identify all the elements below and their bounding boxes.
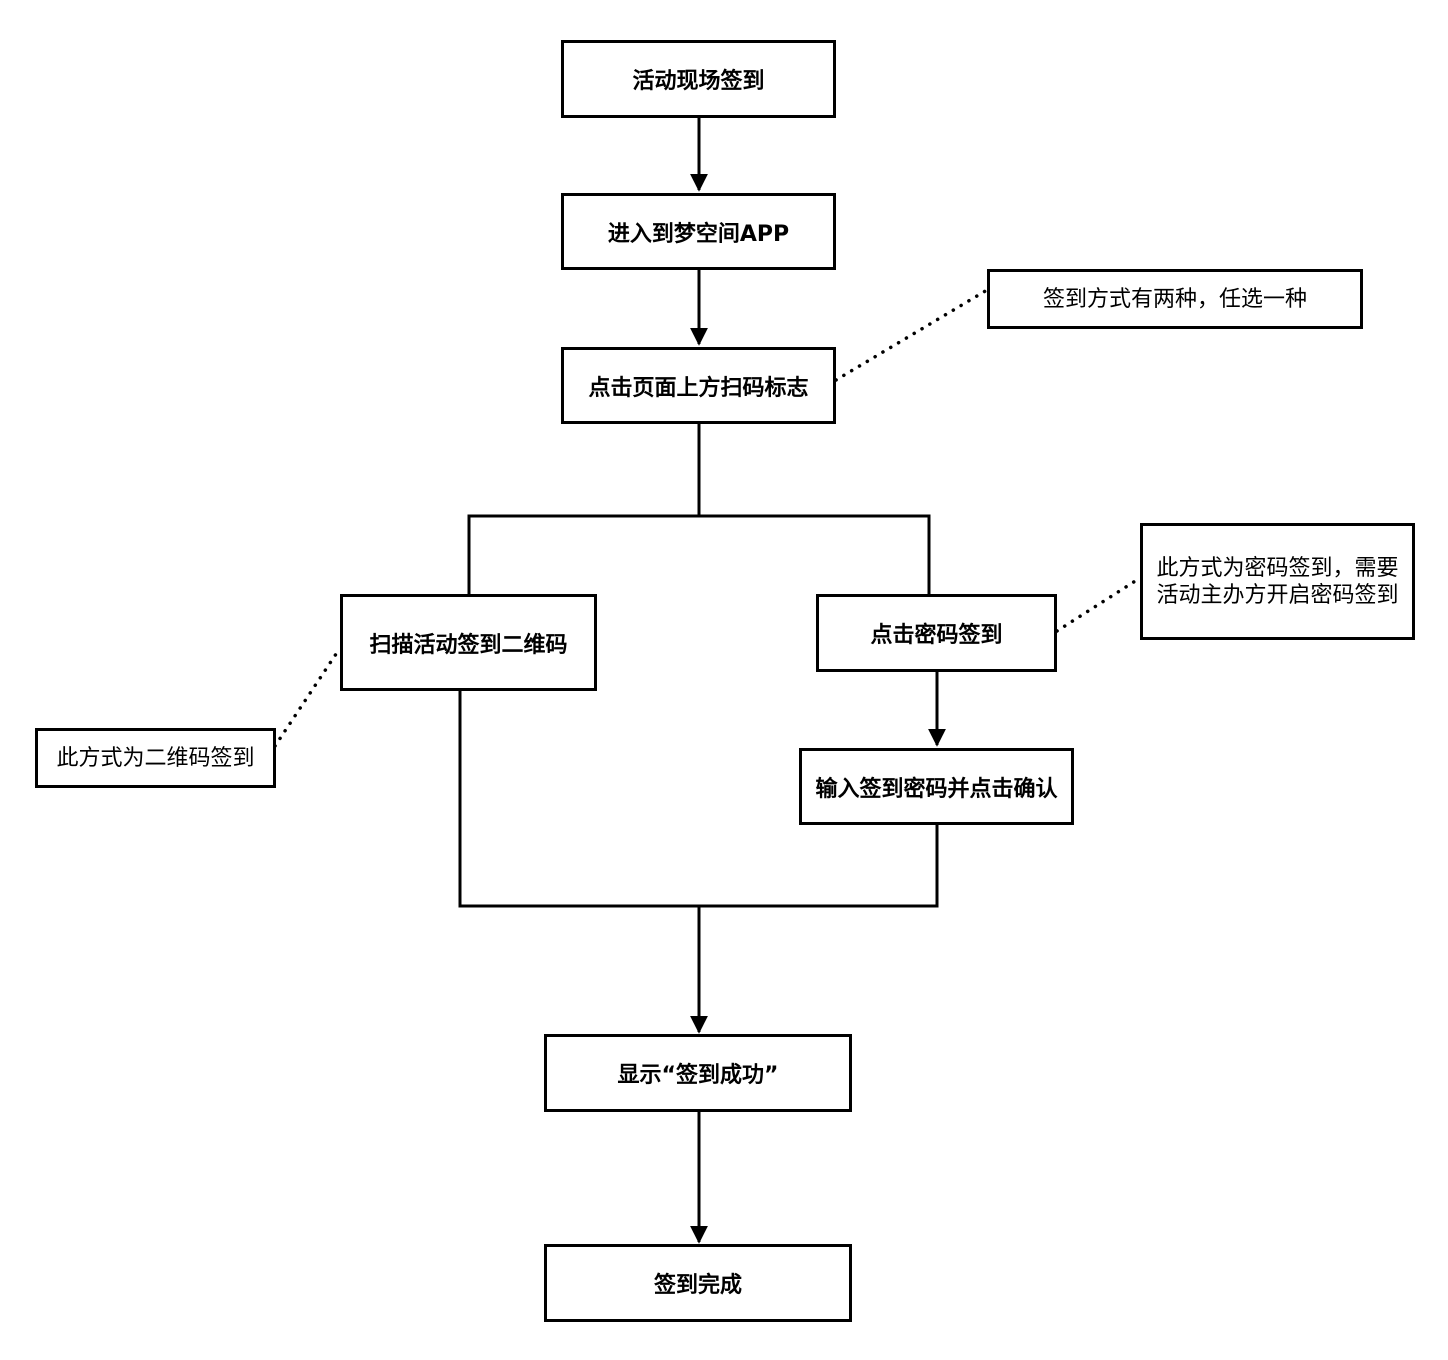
step-enter-password-confirm: 输入签到密码并点击确认 [799,748,1074,825]
dotted-link-password-note [1055,576,1142,633]
branch-connector [467,424,701,596]
dotted-link-qr-note [273,646,342,748]
step-onsite-checkin: 活动现场签到 [561,40,836,118]
branch-connector-right [699,514,931,596]
step-tap-password-checkin: 点击密码签到 [816,594,1057,672]
step-checkin-complete: 签到完成 [544,1244,852,1322]
note-password-method: 此方式为密码签到，需要 活动主办方开启密码签到 [1140,523,1415,640]
step-show-success: 显示“签到成功” [544,1034,852,1112]
note-qr-method: 此方式为二维码签到 [35,728,276,788]
step-tap-scan-icon: 点击页面上方扫码标志 [561,347,836,424]
note-password-method-line1: 此方式为密码签到，需要 [1156,555,1399,581]
note-two-methods: 签到方式有两种，任选一种 [987,269,1363,329]
merge-connector-right [699,825,939,908]
step-scan-qr: 扫描活动签到二维码 [340,594,597,691]
note-password-method-line2: 活动主办方开启密码签到 [1156,582,1399,608]
dotted-link-two-methods [834,288,989,382]
merge-connector-left [458,690,699,908]
step-enter-app: 进入到梦空间APP [561,193,836,270]
